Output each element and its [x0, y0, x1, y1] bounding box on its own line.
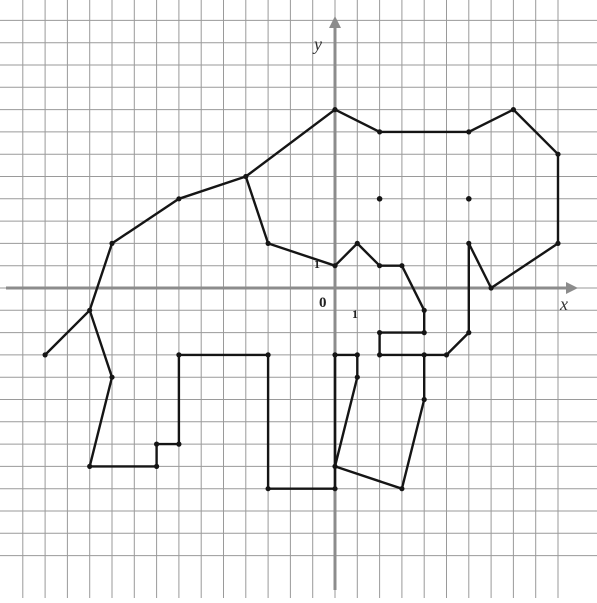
vertex-dot	[377, 263, 382, 268]
vertex-dot	[555, 241, 560, 246]
elephant-eye-dot	[377, 196, 383, 202]
vertex-dot	[332, 263, 337, 268]
vertex-dot	[332, 464, 337, 469]
vertex-dot	[355, 352, 360, 357]
x-unit-label: 1	[352, 307, 358, 321]
y-unit-label: 1	[314, 257, 320, 271]
vertex-dot	[399, 486, 404, 491]
y-axis-label: y	[312, 34, 322, 54]
vertex-dot	[332, 107, 337, 112]
x-axis-label: x	[559, 294, 568, 314]
vertex-dot	[332, 486, 337, 491]
vertex-dot	[176, 352, 181, 357]
vertex-dot	[355, 375, 360, 380]
vertex-dot	[466, 241, 471, 246]
vertex-dot	[399, 263, 404, 268]
elephant-eye-dot	[466, 196, 472, 202]
vertex-dot	[266, 352, 271, 357]
vertex-dot	[154, 464, 159, 469]
vertex-dot	[422, 308, 427, 313]
y-axis-arrow	[329, 16, 341, 28]
vertex-dot	[176, 196, 181, 201]
vertex-dot	[266, 241, 271, 246]
vertex-dot	[355, 241, 360, 246]
vertex-dot	[377, 129, 382, 134]
elephant-figure	[43, 107, 561, 491]
vertex-dot	[511, 107, 516, 112]
vertex-dot	[266, 486, 271, 491]
vertex-dot	[377, 352, 382, 357]
vertex-dot	[87, 308, 92, 313]
vertex-dot	[444, 352, 449, 357]
vertex-dot	[154, 442, 159, 447]
vertex-dot	[422, 397, 427, 402]
vertex-dot	[43, 352, 48, 357]
vertex-dot	[377, 330, 382, 335]
vertex-dot	[466, 129, 471, 134]
x-axis-arrow	[566, 282, 578, 294]
vertex-dot	[489, 285, 494, 290]
vertex-dot	[555, 152, 560, 157]
elephant-body-outline	[45, 110, 558, 489]
vertex-dot	[332, 352, 337, 357]
vertex-dot	[87, 464, 92, 469]
axis-labels: x y 0 1 1	[312, 34, 568, 321]
origin-label: 0	[319, 295, 327, 311]
vertex-dot	[109, 241, 114, 246]
vertex-dot	[422, 352, 427, 357]
vertex-dot	[176, 442, 181, 447]
vertex-dot	[243, 174, 248, 179]
vertex-dot	[109, 375, 114, 380]
vertex-dot	[466, 330, 471, 335]
vertex-dot	[422, 330, 427, 335]
